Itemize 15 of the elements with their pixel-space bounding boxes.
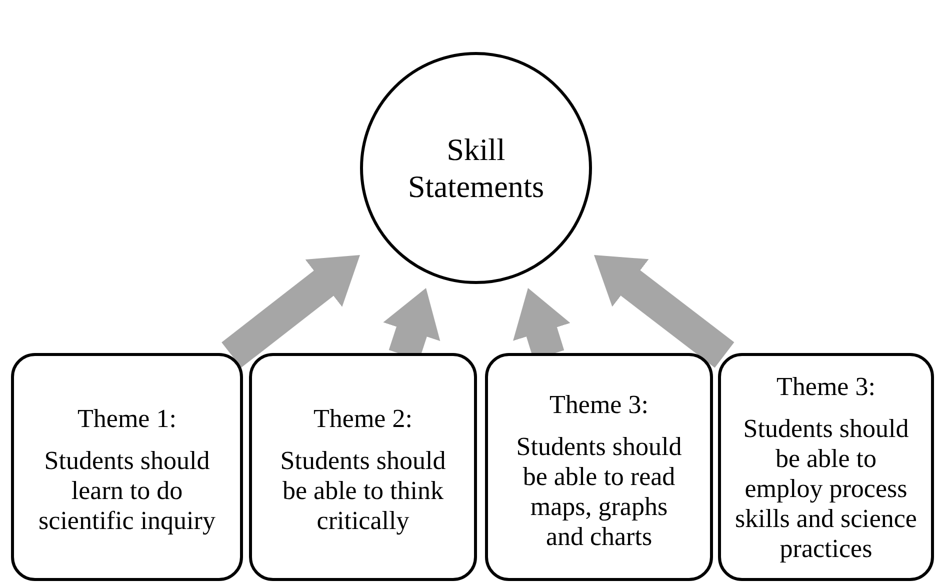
theme-heading: Theme 2: bbox=[314, 404, 412, 434]
theme-box bbox=[718, 353, 934, 581]
block-arrow bbox=[222, 255, 360, 368]
theme-heading: Theme 3: bbox=[550, 390, 648, 420]
theme-box bbox=[249, 353, 477, 581]
theme-text: Students should be able to read maps, graphs and charts bbox=[515, 432, 683, 552]
node-title: Skill Statements bbox=[406, 130, 546, 206]
theme-heading: Theme 1: bbox=[78, 404, 176, 434]
theme-text: Students should be able to think critically bbox=[279, 446, 447, 536]
theme-box bbox=[485, 353, 713, 581]
theme-text: Students should learn to do scientific inquiry bbox=[38, 446, 216, 536]
theme-text: Students should be able to employ process skills and science practices bbox=[735, 414, 917, 564]
theme-heading: Theme 3: bbox=[776, 372, 876, 402]
block-arrow bbox=[594, 255, 734, 368]
theme-box bbox=[11, 353, 243, 581]
